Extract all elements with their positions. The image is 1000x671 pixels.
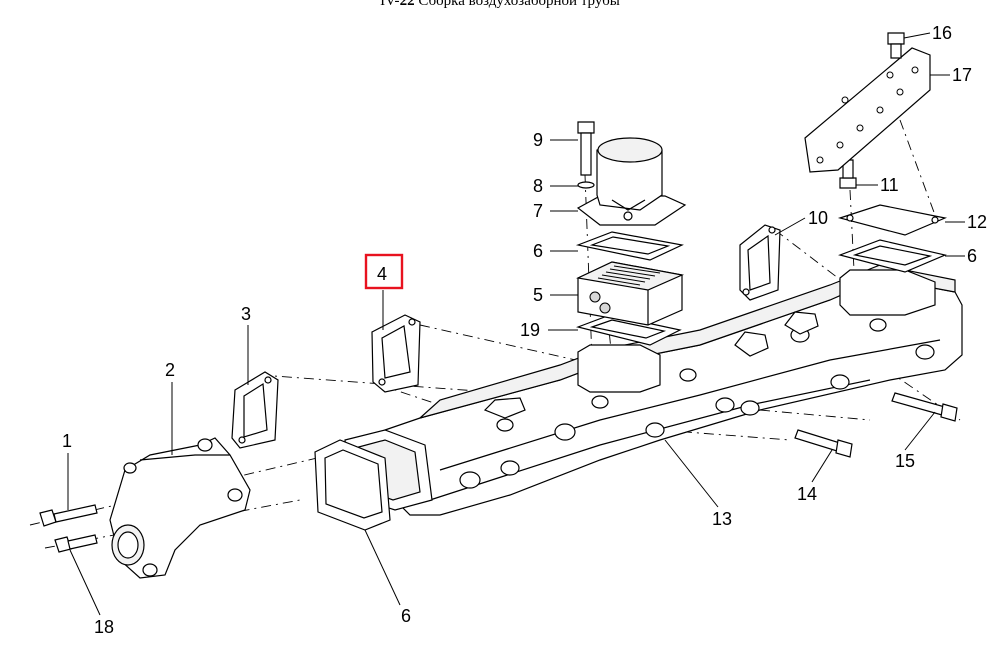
part-5-grid-heater bbox=[576, 261, 685, 326]
callout-14: 14 bbox=[797, 484, 817, 504]
callout-18: 18 bbox=[94, 617, 114, 637]
callout-13: 13 bbox=[712, 509, 732, 529]
part-17-bracket-plate bbox=[804, 47, 931, 173]
figure-title-text: Сборка воздухозаборной трубы bbox=[418, 0, 620, 9]
part-18-bolt bbox=[54, 534, 98, 553]
part-9-bolt bbox=[577, 121, 595, 176]
part-13-intake-manifold bbox=[344, 264, 963, 516]
callout-16: 16 bbox=[932, 23, 952, 43]
figure-title: IV-22 Сборка воздухозаборной трубы bbox=[0, 0, 1000, 10]
callout-19: 19 bbox=[520, 320, 540, 340]
part-1-bolt bbox=[39, 504, 98, 527]
part-14-bolt bbox=[794, 429, 853, 458]
figure-title-number: 22 bbox=[399, 0, 415, 9]
callout-8: 8 bbox=[533, 176, 543, 196]
part-12-cover-plate bbox=[837, 204, 948, 236]
callout-2: 2 bbox=[165, 360, 175, 380]
callout-4-highlight-box bbox=[364, 253, 404, 290]
figure-title-prefix: IV- bbox=[380, 0, 400, 9]
part-10-gasket bbox=[739, 224, 781, 301]
callout-17: 17 bbox=[952, 65, 972, 85]
callout-15: 15 bbox=[895, 451, 915, 471]
callout-6-right: 6 bbox=[967, 246, 977, 266]
part-19-gasket bbox=[575, 314, 682, 346]
callout-6-middle: 6 bbox=[533, 241, 543, 261]
callout-6-lower: 6 bbox=[401, 606, 411, 626]
part-4-gasket bbox=[371, 314, 421, 393]
part-8-washer bbox=[577, 181, 595, 189]
callout-5: 5 bbox=[533, 285, 543, 305]
callout-9: 9 bbox=[533, 130, 543, 150]
part-6-gasket-middle bbox=[575, 231, 684, 261]
part-2-inlet-housing bbox=[109, 437, 251, 579]
part-7-inlet-elbow bbox=[576, 137, 687, 226]
part-16-bolt bbox=[887, 32, 905, 59]
callout-leader-lines bbox=[67, 32, 965, 616]
callout-4: 4 bbox=[377, 264, 387, 284]
callout-7: 7 bbox=[533, 201, 543, 221]
part-3-gasket bbox=[231, 371, 279, 449]
part-6-gasket-right bbox=[838, 239, 947, 273]
part-6-gasket-lower bbox=[314, 439, 391, 531]
callout-10: 10 bbox=[808, 208, 828, 228]
callout-labels: 1 2 3 4 5 6 6 6 7 8 9 10 11 12 13 14 15 … bbox=[62, 23, 987, 637]
callout-12: 12 bbox=[967, 212, 987, 232]
part-15-bolt bbox=[891, 392, 958, 422]
callout-3: 3 bbox=[241, 304, 251, 324]
callout-1: 1 bbox=[62, 431, 72, 451]
callout-11: 11 bbox=[880, 175, 899, 195]
